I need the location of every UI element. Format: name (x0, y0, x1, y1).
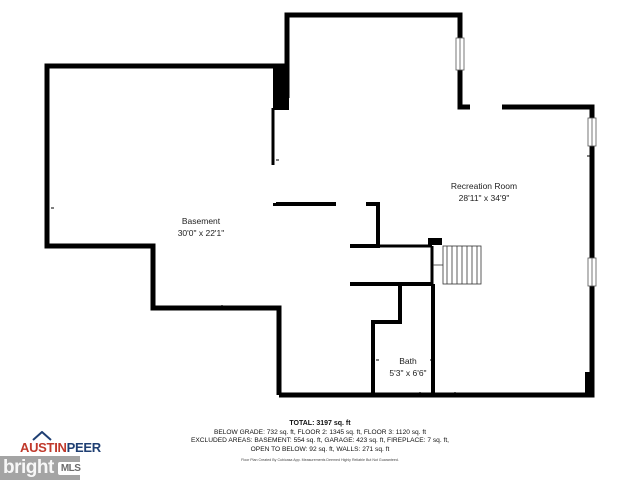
corner-post (585, 372, 592, 395)
basement-dims: 30'0" x 22'1" (178, 228, 225, 238)
doors (270, 104, 502, 207)
stairs (433, 245, 482, 285)
bath-name: Bath (399, 356, 417, 366)
area-line-1: BELOW GRADE: 732 sq. ft, FLOOR 2: 1345 s… (213, 428, 427, 436)
bath-dims: 5'3" x 6'6" (389, 368, 426, 378)
watermark-bright: bright (3, 457, 54, 478)
wall-ticks (51, 155, 590, 395)
recreation-dims: 28'11" x 34'9" (459, 193, 510, 203)
brokerage-logo: AUSTINPEER (20, 440, 101, 455)
area-line-3: OPEN TO BELOW: 92 sq. ft, WALLS: 271 sq.… (250, 445, 390, 453)
interior-walls (273, 202, 435, 395)
plan-credit: Floor Plan Created By Cubicasa App. Meas… (241, 458, 399, 463)
logo-part-2: PEER (66, 440, 102, 455)
area-line-2: EXCLUDED AREAS: BASEMENT: 554 sq. ft, GA… (191, 437, 449, 445)
windows (455, 37, 597, 287)
stair-walls (350, 244, 434, 284)
logo-house-icon (32, 431, 52, 441)
column (273, 66, 289, 110)
basement-walls (44, 63, 288, 395)
basement-name: Basement (182, 216, 221, 226)
stair-post (428, 238, 442, 245)
area-summary: TOTAL: 3197 sq. ft BELOW GRADE: 732 sq. … (160, 420, 480, 465)
floor-plan: Basement 30'0" x 22'1" Recreation Room 2… (44, 12, 597, 398)
logo-part-1: AUSTIN (20, 440, 67, 455)
total-area: TOTAL: 3197 sq. ft (289, 420, 351, 427)
mls-watermark: bright MLS (0, 456, 84, 480)
recreation-name: Recreation Room (451, 181, 517, 191)
watermark-mls: MLS (57, 461, 84, 475)
